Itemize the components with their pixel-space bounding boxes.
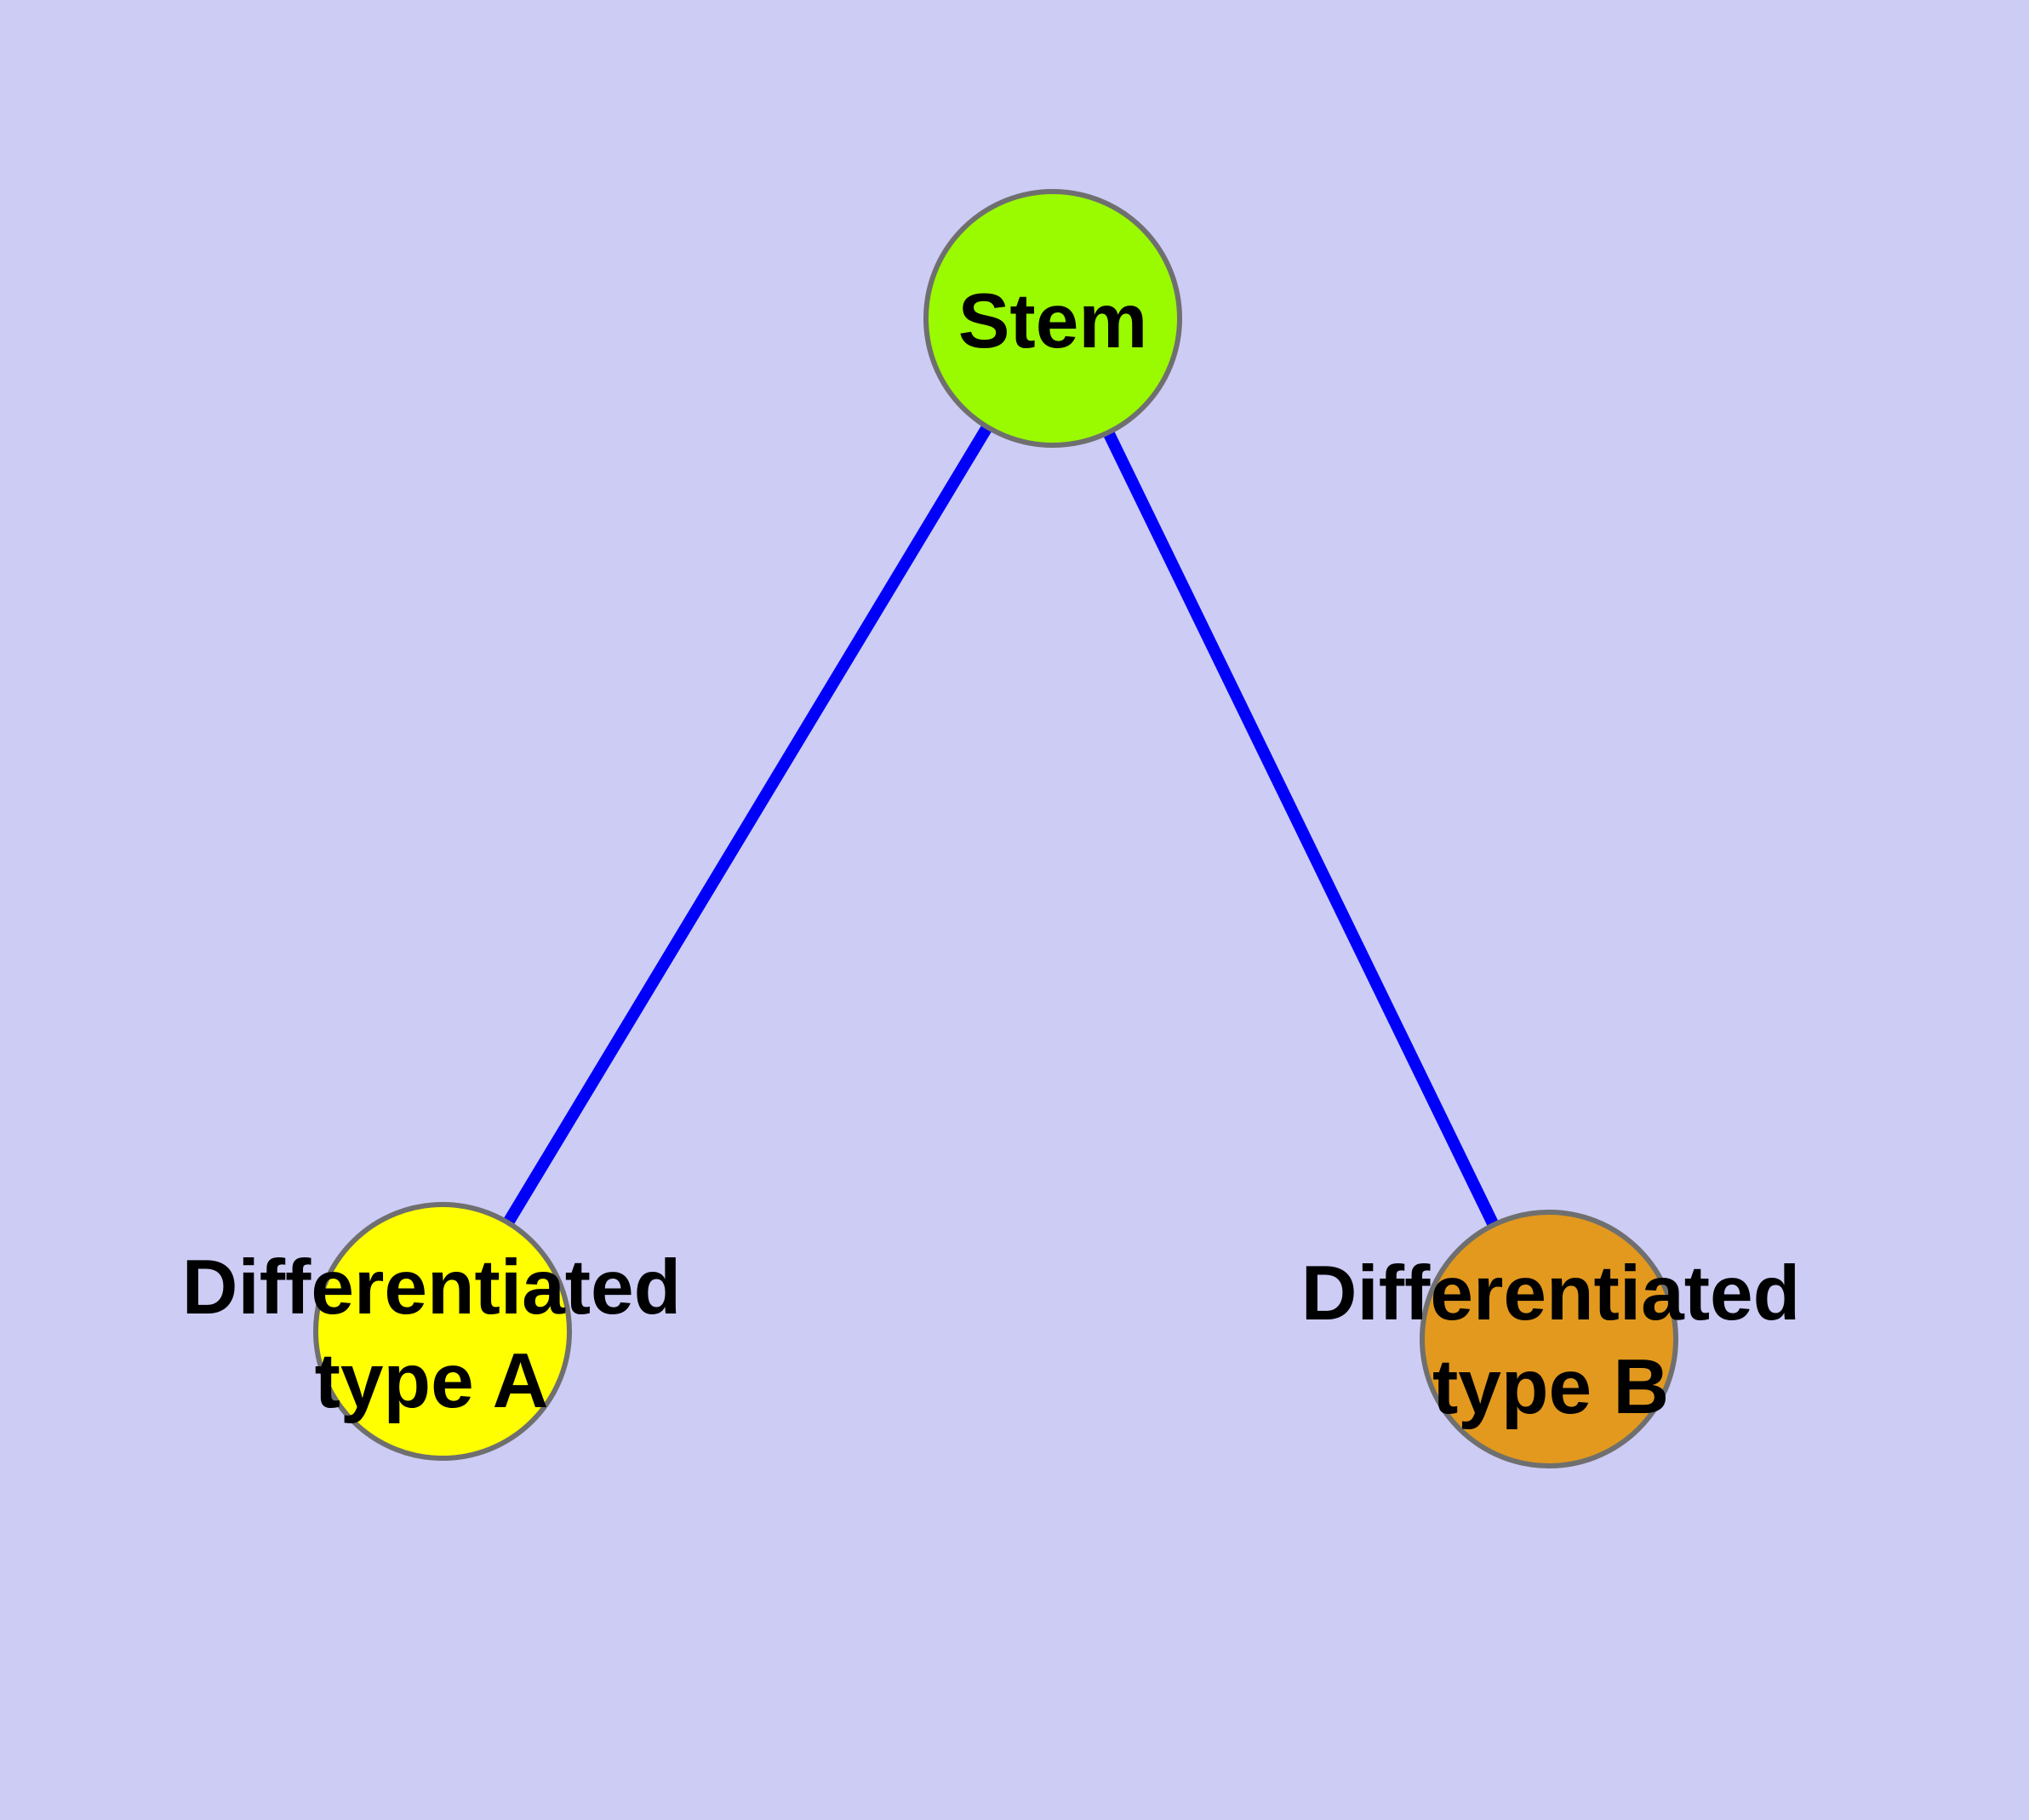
edge-stem-to-type-a xyxy=(437,315,1058,1335)
node-type-b-circle xyxy=(1420,1210,1678,1468)
node-type-a-label-line2: type A xyxy=(315,1338,549,1424)
node-type-b-label-line2: type B xyxy=(1432,1344,1669,1430)
node-type-a-label-line1: Differentiated xyxy=(182,1245,682,1331)
node-type-a-circle xyxy=(313,1202,572,1461)
node-stem-label: Stem xyxy=(958,278,1148,364)
node-stem-circle xyxy=(923,189,1182,448)
edge-stem-to-type-b xyxy=(1047,315,1555,1342)
node-type-b-label-line1: Differentiated xyxy=(1301,1251,1801,1336)
